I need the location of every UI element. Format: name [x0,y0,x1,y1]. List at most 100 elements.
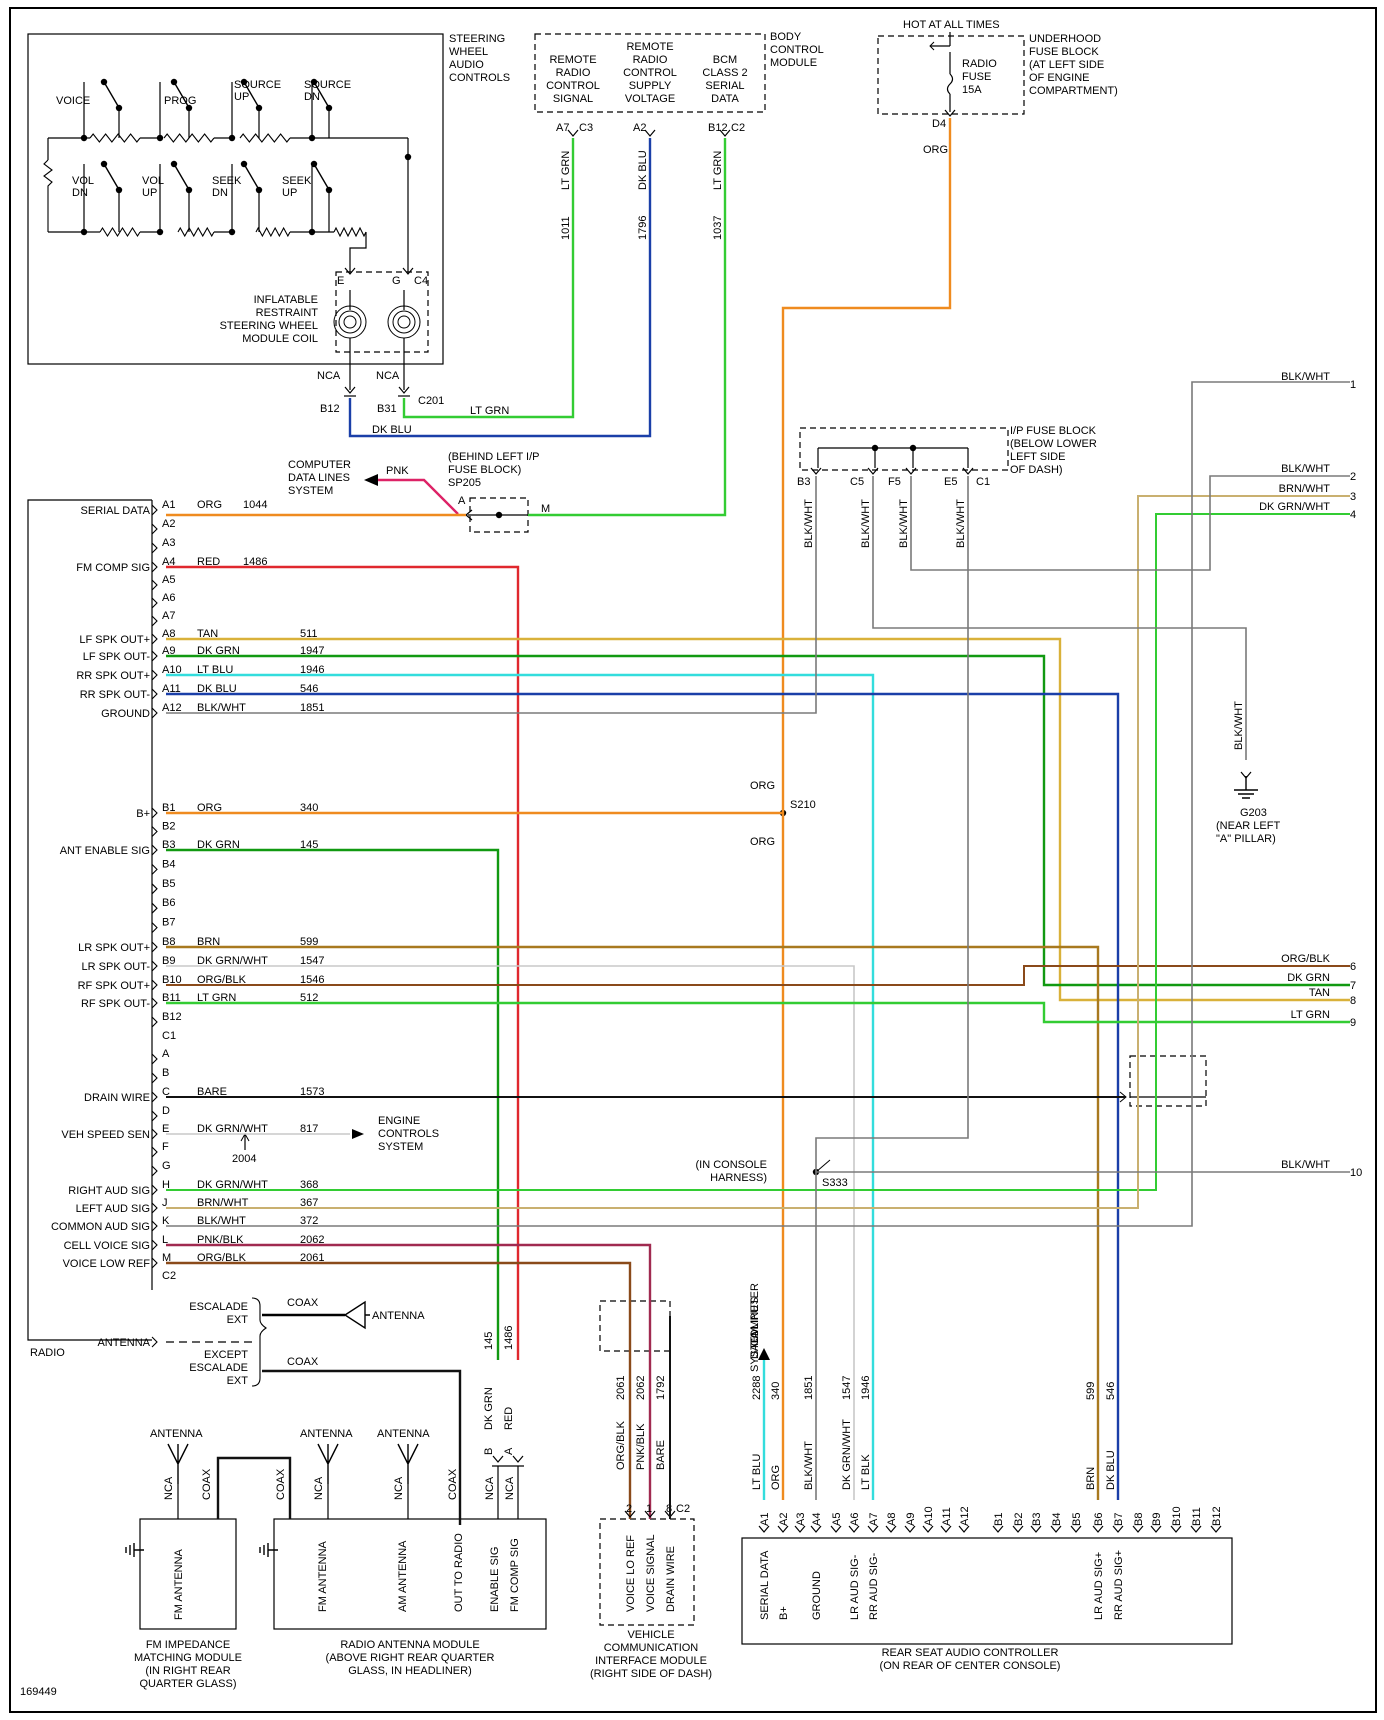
reference-number: 10 [1350,1167,1362,1179]
wire-color-label: BLK/WHT [955,499,967,548]
circuit-number: 372 [300,1215,318,1227]
radio-pin-id: B6 [162,897,175,909]
wire-1037 [528,138,727,517]
switch-label: PROG [164,95,196,107]
switch-arm [313,81,329,107]
connector-chevron [1210,1525,1222,1533]
radio-pin-chevron [151,1128,158,1140]
antenna-icon [397,1443,419,1484]
computer-label: DATA LINES [749,1297,761,1359]
pin-id: B3 [797,476,810,488]
antenna-icon [343,1300,370,1330]
ground-location: (NEAR LEFT [1216,820,1280,832]
wire-367 [166,495,1350,1209]
rsa-pin-id: A1 [759,1513,771,1526]
ground-icon [125,1543,144,1557]
connector-chevron [962,467,974,475]
radio-pin-id: M [162,1252,171,1264]
ipfuse-location: (BELOW LOWER [1010,438,1097,450]
radio-pin-chevron [151,844,158,856]
swc-title: WHEEL [449,46,488,58]
switch-arm [243,163,259,189]
wire-color-label: LT GRN [560,151,572,190]
reference-number: 2 [1350,471,1356,483]
radio-pin-label: LR SPK OUT+ [78,942,150,954]
ipfuse-location: I/P FUSE BLOCK [1010,425,1097,437]
bcm-pin-label: CLASS 2 [702,67,747,79]
module-label: VOICE LO REF [625,1535,637,1612]
radio-pin-chevron [151,1184,158,1196]
bcm-pin-label: SIGNAL [553,93,593,105]
rsa-pin-label: LR AUD SIG+ [1093,1552,1105,1620]
nca-label: NCA [484,1476,496,1500]
coil-icon [397,315,411,329]
connector-chevron [1050,1525,1062,1533]
nca-label: NCA [163,1476,175,1500]
vcim-name: COMMUNICATION [604,1642,699,1654]
rsa-pin-id: A3 [795,1513,807,1526]
connector-chevron [885,1525,897,1533]
ladder-lead [349,232,367,272]
nca-label: NCA [504,1476,516,1500]
radio-pin-chevron [151,979,158,991]
radio-pin-label: LF SPK OUT- [83,651,151,663]
connector-chevron [719,129,731,137]
arrow-head [758,1348,770,1360]
ground-location: "A" PILLAR) [1216,833,1276,845]
resistor [99,226,141,238]
connector-chevron [777,1525,789,1533]
wire-2061 [166,1261,632,1360]
module-label: OUT TO RADIO [453,1533,465,1612]
circuit-number: 511 [300,628,318,640]
rsa-pin-id: A6 [849,1513,861,1526]
wire-color-label: BRN [197,936,220,948]
radio-pin-id: A [162,1048,170,1060]
connector-id: C2 [731,122,745,134]
wire-color-label: BARE [197,1086,227,1098]
wire-1486 [166,565,520,1360]
pin-id: B12 [708,122,728,134]
reference-number: 3 [1350,491,1356,503]
ipfuse-box [799,427,1009,471]
coax-label: COAX [447,1468,459,1500]
connector-chevron [1030,1525,1042,1533]
fm-module-name: QUARTER GLASS) [140,1678,237,1690]
splice-name: S210 [790,799,816,811]
radio-pin-chevron [151,902,158,914]
coil-label: INFLATABLE [254,294,318,306]
switch-arm [103,163,119,189]
nca-label: NCA [317,370,341,382]
reference-number: 1 [1350,379,1356,391]
rsa-pin-id: A7 [868,1513,880,1526]
wire-ipfuse-s333 [815,476,969,1500]
radio-pin-id: C2 [162,1270,176,1282]
circuit-number: 1044 [243,499,267,511]
fm-module-name: FM IMPEDANCE [146,1639,230,1651]
radio-pin-id: A12 [162,702,182,714]
radio-pin-label: RR SPK OUT+ [76,670,150,682]
escalade-label: ESCALADE [189,1301,248,1313]
coil-label: MODULE COIL [242,333,318,345]
wire-color-label: DK GRN/WHT [197,1179,268,1191]
switch-label: VOL [72,175,94,187]
switch-label: SEEK [282,175,312,187]
splice-dot [495,511,503,519]
connector-chevron [644,1510,656,1518]
radio-pin-id: B8 [162,936,175,948]
wire-2062 [166,1243,652,1360]
pin-id: G [392,275,401,287]
circuit-number: 1546 [300,974,324,986]
resistor [255,226,291,238]
coax-label: COAX [201,1468,213,1500]
coil-icon [338,310,362,334]
radio-pin-chevron [151,1257,158,1269]
radio-pin-id: H [162,1179,170,1191]
radio-pin-id: C1 [162,1030,176,1042]
ground-icon [259,1543,278,1557]
radio-pin-label: FM COMP SIG [76,562,150,574]
vcim-name: (RIGHT SIDE OF DASH) [590,1668,712,1680]
engine-label: ENGINE [378,1115,420,1127]
rsa-pin-id: B3 [1031,1513,1043,1526]
pin-id: D4 [932,118,946,130]
resistor [163,133,215,143]
